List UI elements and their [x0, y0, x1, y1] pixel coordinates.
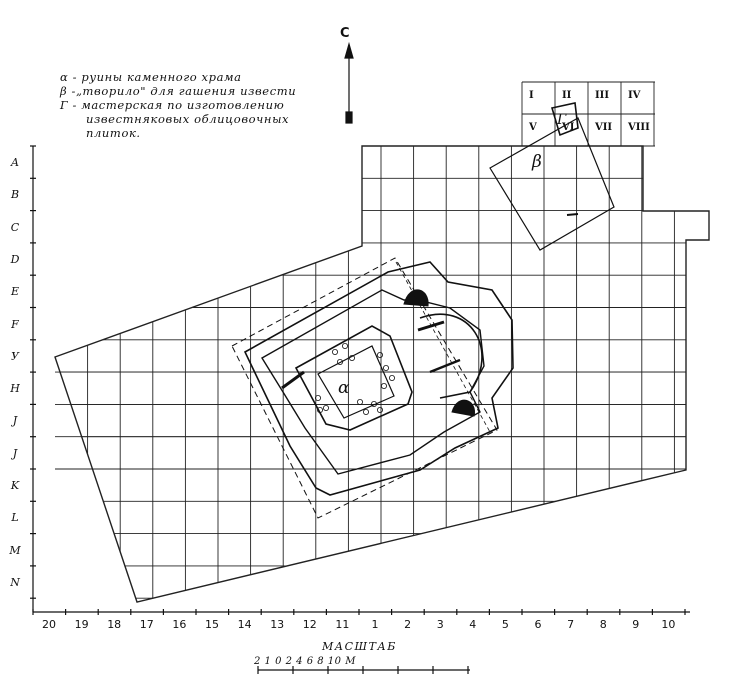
legend: α - руины каменного храма β -„творило" д…	[60, 70, 296, 140]
column-label: 11	[335, 618, 350, 631]
row-label: J	[12, 414, 18, 428]
feature-alpha-label: α	[338, 378, 350, 398]
legend-beta: β -„творило" для гашения извести	[60, 84, 297, 98]
row-label: C	[10, 220, 20, 234]
column-label: 12	[302, 618, 317, 631]
column-label: 18	[107, 618, 122, 631]
legend-gamma-line1: Г - мастерская по изготовлению	[60, 98, 285, 112]
plan-axes	[30, 41, 690, 674]
excavation-grid	[54, 81, 710, 603]
rubble-stone	[336, 358, 343, 365]
feature-beta-outline	[489, 117, 615, 251]
column-label: 1	[371, 618, 379, 631]
column-label: 20	[42, 618, 56, 631]
column-label: 13	[270, 618, 285, 631]
ruins-naos-inner	[317, 345, 395, 419]
ruins-naos	[294, 325, 413, 431]
row-label: E	[10, 285, 20, 299]
rubble-stone	[356, 398, 363, 405]
ruins-apse	[419, 313, 483, 399]
ruins-outer-wall	[243, 261, 514, 496]
rubble-stone	[348, 354, 355, 361]
row-label: D	[10, 252, 20, 266]
rubble-stone	[362, 408, 369, 415]
rubble-stone	[370, 400, 377, 407]
legend-gamma-line3: плиток.	[86, 126, 141, 140]
column-label: 10	[661, 618, 676, 631]
rubble-stone	[331, 348, 338, 355]
ruins-pillar-south	[451, 399, 475, 417]
rubble-stone	[376, 406, 383, 413]
column-label: 16	[172, 618, 187, 631]
feature-beta-mark	[566, 213, 579, 216]
ruins-dashed-axis	[395, 261, 491, 433]
section-label: V	[529, 122, 537, 133]
row-label: H	[10, 382, 20, 396]
section-label: II	[562, 90, 572, 101]
column-label: 9	[632, 618, 640, 631]
column-label: 17	[139, 618, 154, 631]
rubble-stone	[380, 382, 387, 389]
column-label: 4	[469, 618, 477, 631]
row-label: A	[11, 156, 19, 169]
legend-gamma-line2: известняковых облицовочных	[86, 112, 290, 126]
row-label: M	[9, 543, 21, 557]
column-label: 6	[534, 618, 542, 631]
row-label: K	[10, 479, 20, 492]
column-label: 3	[436, 618, 444, 631]
section-label: VIII	[628, 122, 650, 133]
rubble-stone	[314, 394, 321, 401]
column-label: 19	[74, 618, 89, 631]
row-label: J	[12, 446, 18, 460]
rubble-stone	[322, 404, 329, 411]
row-label: L	[11, 511, 19, 525]
column-label: 8	[599, 618, 607, 631]
ruins-dashed-boundary	[231, 257, 498, 519]
site-features	[231, 102, 615, 519]
section-label: VII	[595, 122, 613, 133]
row-label: B	[10, 188, 20, 202]
feature-gamma-label: Г	[557, 112, 567, 128]
legend-alpha: α - руины каменного храма	[60, 70, 242, 84]
section-label: VI	[562, 122, 575, 133]
section-label: IV	[628, 90, 641, 101]
rubble-stone	[382, 364, 389, 371]
rubble-stone	[341, 342, 348, 349]
threshold-east	[429, 358, 461, 374]
rubble-stone	[376, 351, 383, 358]
section-label: III	[595, 90, 610, 101]
ruins-inner-wall	[261, 289, 485, 475]
threshold-west	[281, 370, 305, 390]
scale-ticks: 2 1 0 2 4 6 8 10 М	[254, 656, 356, 667]
section-label: I	[529, 90, 534, 101]
scale-title: МАСШТАБ	[322, 640, 397, 653]
grid-outline	[54, 145, 710, 603]
rubble-stone	[388, 374, 395, 381]
row-label: N	[10, 575, 20, 589]
column-label: 7	[567, 618, 575, 631]
column-label: 2	[404, 618, 412, 631]
feature-beta-label: β	[532, 152, 542, 172]
column-label: 5	[501, 618, 509, 631]
north-arrow-tail	[345, 111, 353, 124]
rubble-stone	[316, 406, 323, 413]
north-label: С	[340, 26, 350, 41]
feature-gamma-outline	[550, 102, 579, 137]
row-label: У	[11, 349, 19, 363]
row-label: F	[11, 317, 19, 331]
ruins-pillar-north	[403, 289, 429, 307]
north-arrow-head	[344, 41, 354, 59]
column-label: 14	[237, 618, 252, 631]
column-label: 15	[205, 618, 219, 631]
